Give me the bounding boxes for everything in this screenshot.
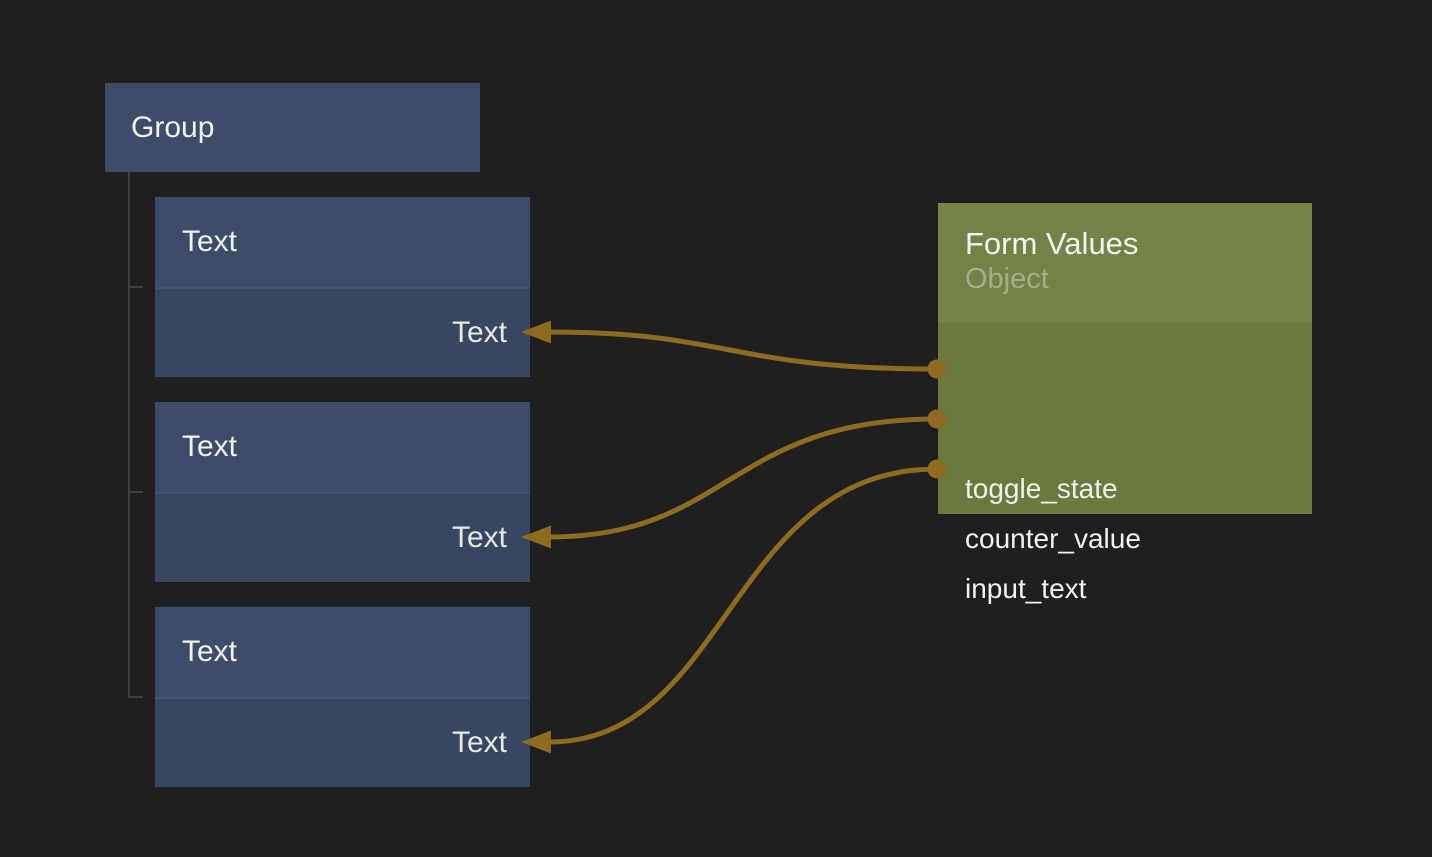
form-values-title: Form Values: [965, 226, 1139, 261]
text-node-2-body: Text: [155, 492, 530, 582]
form-values-field-counter-value[interactable]: counter_value: [965, 523, 1141, 554]
form-values-field-input-text[interactable]: input_text: [965, 573, 1087, 604]
text-node-1-header: Text: [155, 197, 530, 287]
text-node-2[interactable]: Text Text: [155, 402, 530, 582]
form-values-field-toggle-state[interactable]: toggle_state: [965, 473, 1118, 504]
text-node-3[interactable]: Text Text: [155, 607, 530, 787]
wire-toggle-state-to-text-node-1[interactable]: [548, 329, 938, 372]
output-port-input-text[interactable]: [927, 459, 947, 479]
hierarchy-tick-child-2: [128, 491, 143, 493]
text-node-1-body: Text: [155, 287, 530, 377]
arrowhead-text-node-2: [521, 525, 551, 549]
hierarchy-tick-child-1: [128, 286, 143, 288]
form-values-subtitle: Object: [965, 262, 1049, 295]
text-node-1-input-port-label: Text: [451, 316, 507, 349]
arrowhead-text-node-3: [521, 730, 551, 754]
text-node-1[interactable]: Text Text: [155, 197, 530, 377]
text-node-3-body: Text: [155, 697, 530, 787]
group-node-title: Group: [131, 110, 215, 144]
text-node-3-title: Text: [182, 635, 238, 668]
output-port-toggle-state[interactable]: [927, 359, 947, 379]
wire-counter-value-to-text-node-2[interactable]: [548, 416, 938, 540]
wire-input-text-to-text-node-3[interactable]: [548, 466, 938, 745]
hierarchy-tick-child-3: [128, 696, 143, 698]
text-node-3-input-port-label: Text: [451, 726, 507, 759]
hierarchy-line-vertical: [128, 172, 130, 698]
form-values-header: Form Values Object: [938, 203, 1312, 323]
form-values-body: toggle_state counter_value input_text: [938, 323, 1312, 603]
text-node-2-header: Text: [155, 402, 530, 492]
text-node-2-input-port-label: Text: [451, 521, 507, 554]
text-node-3-header: Text: [155, 607, 530, 697]
output-port-counter-value[interactable]: [927, 409, 947, 429]
arrowhead-text-node-1: [521, 320, 551, 344]
text-node-2-title: Text: [182, 430, 238, 463]
form-values-node[interactable]: Form Values Object toggle_state counter_…: [938, 203, 1312, 603]
group-node[interactable]: Group: [105, 83, 480, 172]
text-node-1-title: Text: [182, 225, 238, 258]
